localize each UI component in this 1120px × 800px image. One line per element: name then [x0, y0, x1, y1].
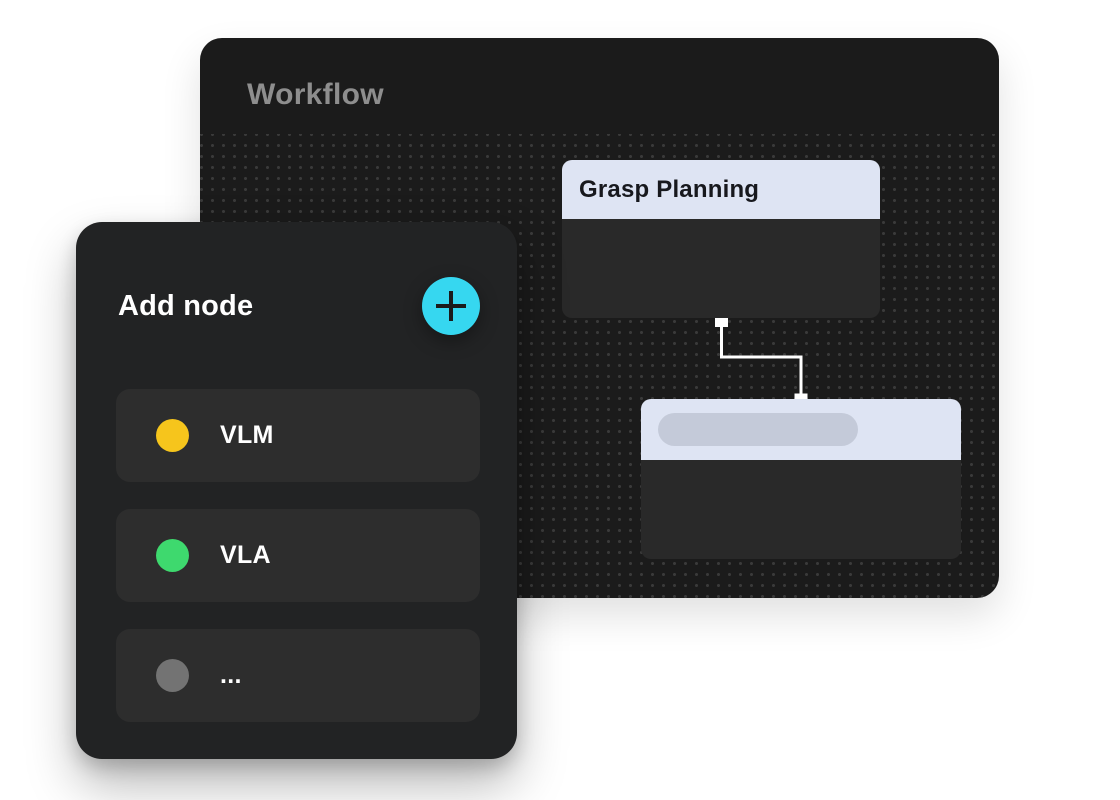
add-node-button[interactable]	[422, 277, 480, 335]
node-type-label: VLA	[220, 541, 271, 569]
node-placeholder-title-skeleton	[658, 413, 858, 446]
add-node-title: Add node	[118, 289, 254, 322]
node-type-item-more[interactable]: ...	[116, 629, 480, 722]
node-placeholder[interactable]	[641, 399, 961, 559]
plus-icon	[436, 291, 466, 321]
workflow-canvas-panel: Workflow Grasp Planning	[200, 38, 999, 598]
node-type-list: VLM VLA ...	[116, 389, 480, 722]
node-type-label: VLM	[220, 421, 274, 449]
add-node-panel: Add node VLM VLA ...	[76, 222, 517, 759]
vlm-color-dot	[156, 419, 189, 452]
workflow-panel-title: Workflow	[247, 78, 384, 111]
node-type-item-vla[interactable]: VLA	[116, 509, 480, 602]
node-grasp-planning-title: Grasp Planning	[579, 175, 760, 203]
add-node-header: Add node	[118, 276, 480, 336]
node-grasp-planning-header: Grasp Planning	[562, 160, 880, 219]
node-type-label: ...	[220, 661, 242, 689]
node-grasp-planning[interactable]: Grasp Planning	[562, 160, 880, 318]
more-color-dot	[156, 659, 189, 692]
node-type-item-vlm[interactable]: VLM	[116, 389, 480, 482]
vla-color-dot	[156, 539, 189, 572]
node-placeholder-header	[641, 399, 961, 460]
